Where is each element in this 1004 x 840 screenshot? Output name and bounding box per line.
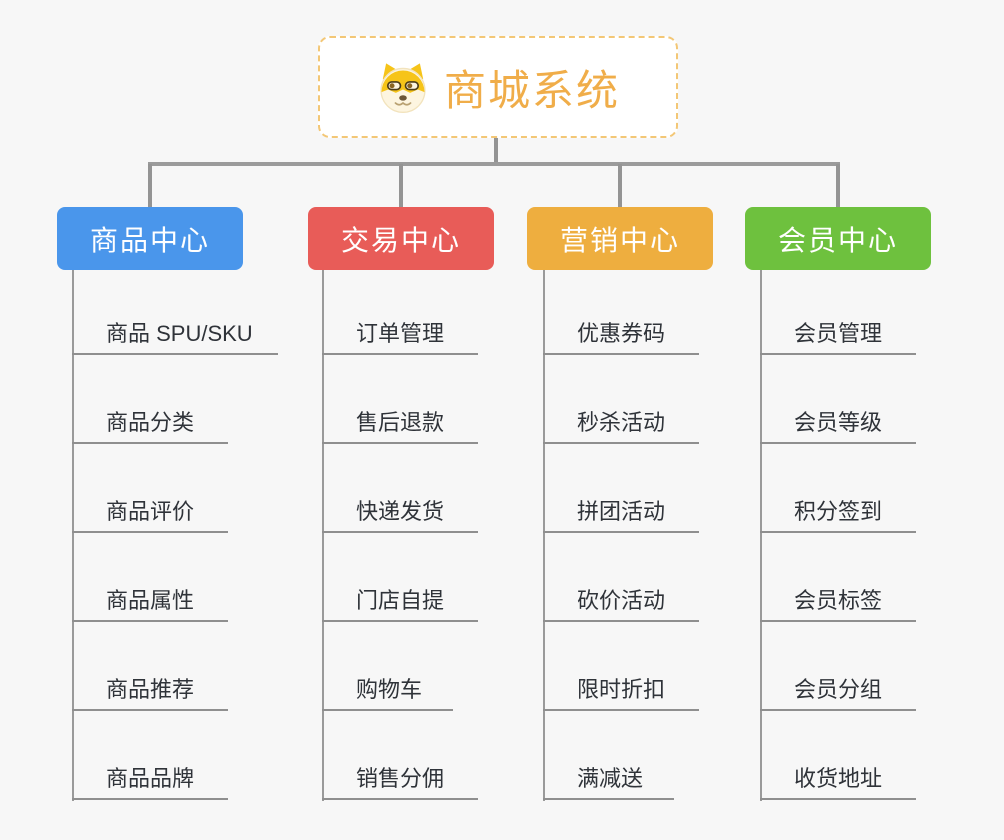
branch-node-trade-center[interactable]: 交易中心 bbox=[308, 207, 494, 270]
leaf-node[interactable]: 拼团活动 bbox=[543, 501, 699, 533]
leaf-node[interactable]: 购物车 bbox=[322, 679, 453, 711]
column-connector-line bbox=[543, 270, 545, 801]
leaf-node[interactable]: 优惠券码 bbox=[543, 323, 699, 355]
branch-node-member-center[interactable]: 会员中心 bbox=[745, 207, 931, 270]
shiba-dog-icon bbox=[380, 63, 426, 113]
leaf-node[interactable]: 快递发货 bbox=[322, 501, 478, 533]
leaf-node[interactable]: 秒杀活动 bbox=[543, 412, 699, 444]
leaf-node[interactable]: 商品属性 bbox=[72, 590, 228, 622]
branch-node-product-center[interactable]: 商品中心 bbox=[57, 207, 243, 270]
leaf-node[interactable]: 积分签到 bbox=[760, 501, 916, 533]
leaf-node[interactable]: 商品 SPU/SKU bbox=[72, 323, 278, 355]
branch-label: 营销中心 bbox=[559, 224, 680, 256]
root-connector-stem bbox=[494, 138, 498, 164]
leaf-node[interactable]: 砍价活动 bbox=[543, 590, 699, 622]
branch-connector-drop bbox=[836, 164, 840, 208]
root-title: 商城系统 bbox=[443, 66, 620, 114]
leaf-node[interactable]: 会员标签 bbox=[760, 590, 916, 622]
branch-connector-drop bbox=[148, 164, 152, 208]
leaf-node[interactable]: 售后退款 bbox=[322, 412, 478, 444]
leaf-node[interactable]: 订单管理 bbox=[322, 323, 478, 355]
branch-connector-drop bbox=[618, 164, 622, 208]
branch-label: 商品中心 bbox=[89, 224, 210, 256]
column-connector-line bbox=[72, 270, 74, 801]
branch-connector-bus bbox=[148, 162, 840, 166]
leaf-node[interactable]: 商品分类 bbox=[72, 412, 228, 444]
leaf-node[interactable]: 限时折扣 bbox=[543, 679, 699, 711]
leaf-node[interactable]: 会员管理 bbox=[760, 323, 916, 355]
branch-node-marketing-center[interactable]: 营销中心 bbox=[527, 207, 713, 270]
column-connector-line bbox=[322, 270, 324, 801]
branch-connector-drop bbox=[399, 164, 403, 208]
leaf-node[interactable]: 会员分组 bbox=[760, 679, 916, 711]
leaf-node[interactable]: 商品评价 bbox=[72, 501, 228, 533]
leaf-node[interactable]: 满减送 bbox=[543, 768, 674, 800]
branch-label: 会员中心 bbox=[777, 224, 898, 256]
leaf-node[interactable]: 商品推荐 bbox=[72, 679, 228, 711]
root-node[interactable]: 商城系统 bbox=[318, 36, 678, 138]
leaf-node[interactable]: 门店自提 bbox=[322, 590, 478, 622]
branch-label: 交易中心 bbox=[340, 224, 461, 256]
leaf-node[interactable]: 商品品牌 bbox=[72, 768, 228, 800]
leaf-node[interactable]: 销售分佣 bbox=[322, 768, 478, 800]
column-connector-line bbox=[760, 270, 762, 801]
leaf-node[interactable]: 收货地址 bbox=[760, 768, 916, 800]
leaf-node[interactable]: 会员等级 bbox=[760, 412, 916, 444]
